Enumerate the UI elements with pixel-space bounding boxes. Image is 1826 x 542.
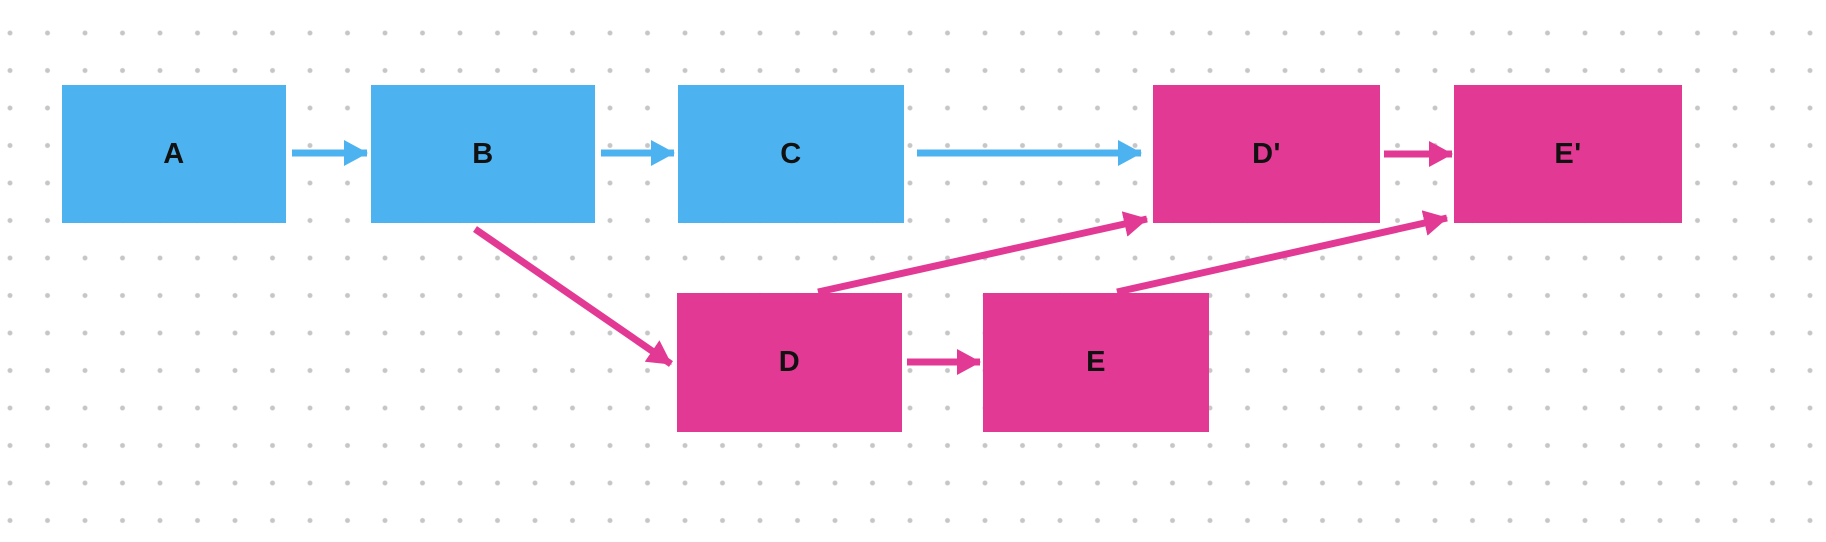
node-C[interactable]: C	[678, 85, 904, 223]
node-label-D: D	[778, 346, 801, 378]
arrow-B-to-D[interactable]	[473, 226, 673, 367]
node-B[interactable]: B	[371, 85, 595, 223]
node-E-prime[interactable]: E'	[1454, 85, 1682, 223]
arrow-E-to-E-prime[interactable]	[1116, 210, 1448, 296]
node-label-D-prime: D'	[1252, 137, 1281, 170]
node-D-prime[interactable]: D'	[1153, 85, 1380, 223]
node-label-C: C	[780, 137, 802, 170]
node-E[interactable]: E	[983, 293, 1209, 432]
node-A[interactable]: A	[62, 85, 286, 223]
node-label-A: A	[163, 137, 185, 170]
node-label-E-prime: E'	[1554, 137, 1582, 170]
node-label-B: B	[472, 137, 494, 170]
node-label-E: E	[1086, 346, 1106, 378]
arrow-D-to-D-prime[interactable]	[817, 211, 1148, 296]
node-D[interactable]: D	[677, 293, 902, 432]
